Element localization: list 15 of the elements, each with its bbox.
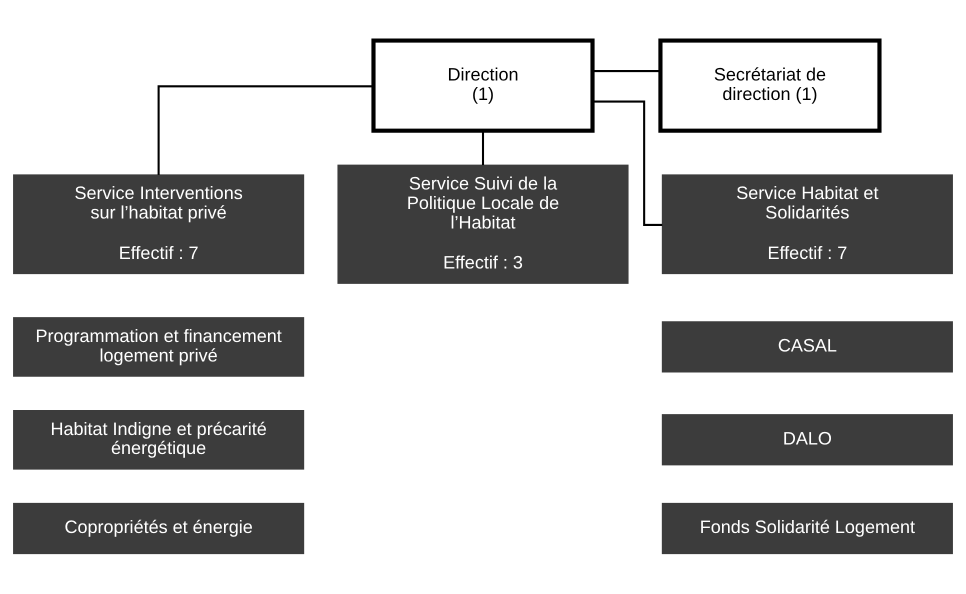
connector [158, 85, 374, 175]
node-box: Programmation et financement logement privé [13, 317, 304, 377]
node-box: Direction (1) [371, 38, 595, 133]
node-box: Fonds Solidarité Logement [662, 502, 953, 554]
node-box: Service Habitat et Solidarités Effectif : 7 [662, 174, 953, 274]
node-box: Habitat Indigne et précarité énergétique [13, 410, 304, 470]
connector [592, 100, 662, 226]
node-box: Service Interventions sur l’habitat privé Effectif : 7 [13, 174, 304, 274]
connector [482, 130, 484, 166]
node-box: Secrétariat de direction (1) [658, 38, 882, 133]
node-box: CASAL [662, 321, 953, 373]
connector [592, 70, 660, 72]
node-box: Copropriétés et énergie [13, 502, 304, 554]
node-box: DALO [662, 414, 953, 466]
node-box: Service Suivi de la Politique Locale de l’Habitat Effectif : 3 [337, 164, 629, 284]
